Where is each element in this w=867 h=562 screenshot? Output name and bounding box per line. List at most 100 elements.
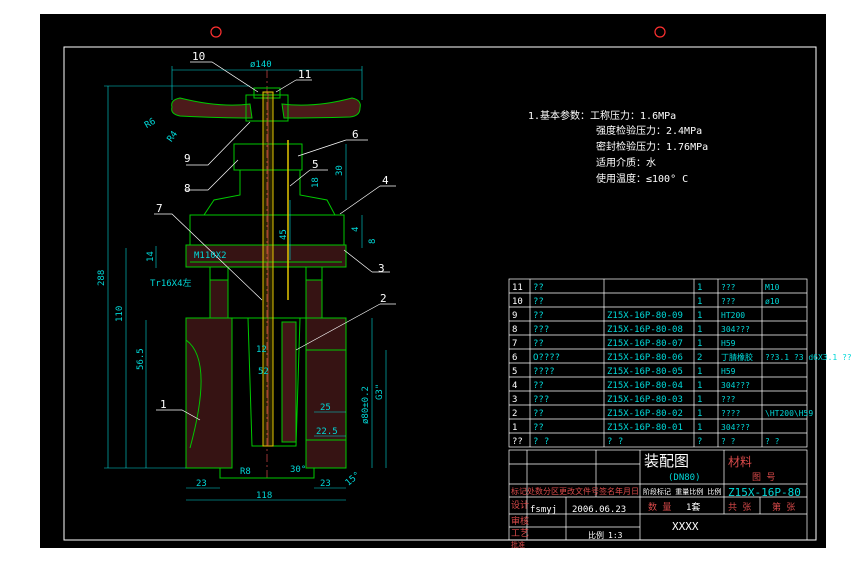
dim-r6: R6	[143, 117, 157, 131]
gate-hatch	[281, 321, 297, 443]
bom-cell-mat: H59	[721, 367, 736, 376]
bom-cell-note: ??3.1 ?3 d6X3.1 ??	[765, 353, 852, 362]
tb-date: 2006.06.23	[572, 505, 626, 515]
dimensions	[104, 66, 387, 501]
bom-cell-no: 5	[512, 367, 517, 377]
tb-sheet-label: 第 张	[772, 501, 795, 513]
spec-line-3: 密封检验压力：1.76MPa	[596, 140, 708, 153]
tb-process-label: 工艺	[511, 528, 529, 539]
callout-3: 3	[378, 262, 385, 275]
dim-14: 14	[146, 251, 156, 262]
bom-cell-no: 7	[512, 339, 517, 349]
callout-2: 2	[380, 292, 387, 305]
leader-2	[295, 303, 396, 351]
tb-company: XXXX	[672, 520, 699, 533]
dim-118: 118	[256, 491, 272, 501]
dim-225: 22.5	[316, 427, 338, 437]
callout-4: 4	[382, 174, 389, 187]
tb-revision-row: 标记处数分区更改文件号签名年月日	[511, 486, 639, 496]
dim-8: 8	[368, 239, 378, 244]
bom-cell-qty: 2	[697, 353, 702, 363]
spec-line-2: 强度检验压力：2.4MPa	[596, 124, 702, 137]
bom-cell-mat: HT200	[721, 311, 745, 320]
callout-1: 1	[160, 398, 167, 411]
bom-cell-mat: 304???	[721, 423, 750, 432]
bom-cell-no: 10	[512, 297, 523, 307]
bom-cell-code: Z15X-16P-80-05	[607, 367, 683, 377]
bom-cell-qty: 1	[697, 381, 702, 391]
bom-cell-mat: ????	[721, 409, 740, 418]
tb-check-label: 审核	[511, 515, 529, 527]
bom-cell-qty: 1	[697, 423, 702, 433]
registration-mark-right	[654, 26, 666, 38]
bill-of-materials	[508, 278, 808, 448]
bom-cell-no: 9	[512, 311, 517, 321]
nut-11	[253, 87, 281, 99]
bom-cell-qty: 1	[697, 325, 702, 335]
bom-cell-code: Z15X-16P-80-07	[607, 339, 683, 349]
dim-110: 110	[115, 306, 125, 322]
dim-23a: 23	[196, 479, 207, 489]
tb-designer-label: 设计	[511, 499, 529, 511]
leader-1	[156, 409, 201, 421]
bom-cell-note: \HT200\H59	[765, 409, 813, 418]
bom-cell-qty: 1	[697, 409, 702, 419]
handwheel	[171, 97, 253, 119]
callout-labels: 10 11 9 8 7 6 5 4 3 2 1	[156, 50, 389, 411]
dim-g3: G3"	[375, 384, 385, 400]
dim-45: 45	[279, 229, 289, 240]
handwheel-right	[281, 97, 361, 119]
registration-mark-left	[210, 26, 222, 38]
bom-cell-mat: ???	[721, 395, 736, 404]
bom-cell-no: 2	[512, 409, 517, 419]
bom-cell-mat: H59	[721, 339, 736, 348]
callout-6: 6	[352, 128, 359, 141]
dim-4: 4	[351, 227, 361, 232]
tb-material-label: 材料	[728, 455, 752, 469]
bom-cell-mat: ???	[721, 283, 736, 292]
bom-cell-name: ????	[533, 367, 555, 377]
dim-52: 52	[258, 367, 269, 377]
bom-cell-no: 3	[512, 395, 517, 405]
tb-fig-label: 图 号	[752, 472, 775, 483]
callout-11: 11	[298, 68, 311, 81]
tb-drawing-no: Z15X-16P-80	[728, 486, 801, 499]
leader-5	[289, 169, 328, 187]
dim-23b: 23	[320, 479, 331, 489]
tb-count-value: 1套	[686, 501, 700, 513]
callout-10: 10	[192, 50, 205, 63]
spec-line-1: 1.基本参数：工称压力：1.6MPa	[528, 109, 676, 122]
bom-cell-code: Z15X-16P-80-01	[607, 423, 683, 433]
dim-12: 12	[256, 345, 267, 355]
bom-cell-name: O????	[533, 353, 560, 363]
technical-requirements: 1.基本参数：工称压力：1.6MPa 强度检验压力：2.4MPa 密封检验压力：…	[528, 109, 708, 185]
spec-line-4: 适用介质：水	[596, 157, 656, 169]
bom-cell-code: Z15X-16P-80-03	[607, 395, 683, 405]
bom-cell-note: ? ?	[765, 437, 780, 446]
tb-count-label: 数 量	[648, 501, 671, 513]
spec-line-5: 使用温度：≤100° C	[596, 172, 688, 185]
dim-18: 18	[311, 177, 321, 188]
leaders	[154, 61, 396, 421]
bom-cell-code: Z15X-16P-80-06	[607, 353, 683, 363]
bom-cell-code: Z15X-16P-80-02	[607, 409, 683, 419]
bom-cell-name: ??	[533, 339, 544, 349]
tb-drawing-name: 装配图	[644, 452, 689, 470]
callout-9: 9	[184, 152, 191, 165]
tb-scale-value: 1:3	[608, 531, 623, 540]
bom-cell-qty: 1	[697, 311, 702, 321]
leader-9	[186, 121, 251, 166]
leader-3	[343, 249, 390, 273]
bom-cell-mat: 304???	[721, 381, 750, 390]
title-block-border	[508, 449, 808, 541]
tb-stage-row: 阶段标记 重量比例 比例	[643, 487, 721, 496]
body-inner-port	[185, 339, 202, 449]
bom-cell-no: 6	[512, 353, 517, 363]
bom-cell-name: ??	[533, 297, 544, 307]
bom-cell-note: ø10	[765, 297, 780, 306]
bom-cell-name: ??	[533, 311, 544, 321]
dim-288: 288	[97, 270, 107, 286]
gate-wedge	[247, 317, 301, 447]
bom-cell-name: ??	[533, 423, 544, 433]
